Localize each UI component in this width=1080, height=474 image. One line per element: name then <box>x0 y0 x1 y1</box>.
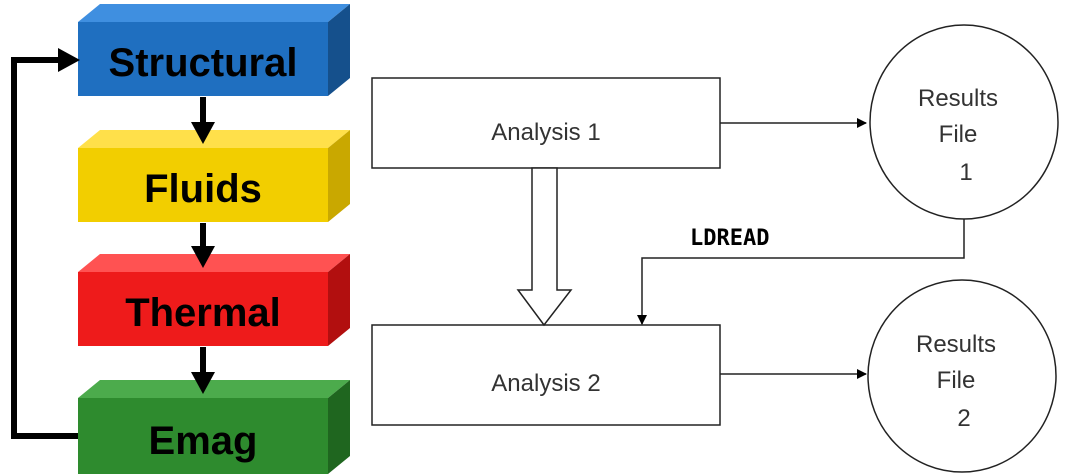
results-file-2-line2: File <box>937 367 976 394</box>
results-file-2-line1: Results <box>916 331 996 358</box>
block-structural-top <box>78 4 350 22</box>
results-file-2-line3: 2 <box>957 405 970 432</box>
block-structural-side <box>328 4 350 96</box>
analysis-2-label: Analysis 2 <box>491 370 600 397</box>
block-emag-side <box>328 380 350 474</box>
block-thermal-front <box>78 272 328 346</box>
sequence-arrow-3 <box>191 347 215 394</box>
results-file-2: Results File 2 <box>867 279 1057 473</box>
block-thermal-label: Thermal <box>125 291 281 335</box>
block-structural-label: Structural <box>109 41 298 85</box>
results-file-1-line1: Results <box>918 85 998 112</box>
block-structural: Structural <box>78 4 350 96</box>
block-fluids: Fluids <box>78 130 350 222</box>
block-thermal-top <box>78 254 350 272</box>
block-emag-front <box>78 398 328 474</box>
block-fluids-top <box>78 130 350 148</box>
block-fluids-side <box>328 130 350 222</box>
ldread-label: LDREAD <box>690 226 769 251</box>
analysis-transfer-arrow <box>516 167 573 327</box>
sequence-arrow-1 <box>191 97 215 144</box>
block-thermal-side <box>328 254 350 346</box>
block-fluids-label: Fluids <box>144 167 262 211</box>
results-file-1: Results File 1 <box>869 24 1059 220</box>
results-file-1-line2: File <box>939 121 978 148</box>
analysis-1-box: Analysis 1 <box>371 77 721 169</box>
feedback-loop-arrow <box>11 48 80 439</box>
block-fluids-front <box>78 148 328 222</box>
block-thermal: Thermal <box>78 254 350 346</box>
ldread-connector-arrow <box>637 219 965 325</box>
block-emag-label: Emag <box>149 419 258 463</box>
results-file-1-line3: 1 <box>959 159 972 186</box>
analysis-2-box: Analysis 2 <box>371 324 721 426</box>
block-emag: Emag <box>78 380 350 474</box>
block-structural-front <box>78 22 328 96</box>
sequence-arrow-2 <box>191 223 215 268</box>
block-emag-top <box>78 380 350 398</box>
analysis-1-label: Analysis 1 <box>491 119 600 146</box>
